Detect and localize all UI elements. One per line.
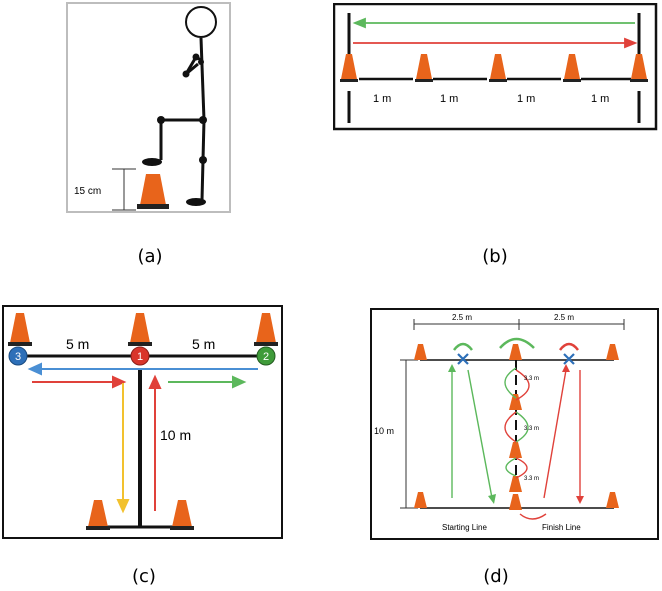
cone-icon-bottom-left bbox=[414, 492, 427, 508]
cone-icon-bottom-right bbox=[170, 500, 194, 530]
spacing-label-1: 1 m bbox=[373, 93, 391, 105]
cone-icon-mid-3 bbox=[509, 476, 522, 492]
width-dimension bbox=[413, 319, 625, 330]
spacing-label-2: 1 m bbox=[440, 93, 458, 105]
left-distance-label: 5 m bbox=[66, 336, 89, 352]
marker-1: 1 bbox=[130, 346, 150, 366]
segment-label-3: 3.3 m bbox=[524, 476, 539, 482]
start-label: Starting Line bbox=[442, 523, 487, 532]
green-arc-center bbox=[499, 337, 535, 349]
green-arrow bbox=[352, 17, 635, 29]
left-width-label: 2.5 m bbox=[452, 313, 472, 322]
height-dimension bbox=[112, 168, 136, 211]
cone-icon bbox=[137, 174, 169, 209]
cone-icon-top-left bbox=[414, 344, 427, 360]
vertical-distance-label: 10 m bbox=[160, 427, 191, 443]
caption-c: (c) bbox=[132, 566, 156, 587]
cone-icon-mid-2 bbox=[509, 442, 522, 458]
segment-label-1: 3.3 m bbox=[524, 376, 539, 382]
red-arc-right bbox=[559, 342, 579, 351]
cone-icon-bottom-center bbox=[509, 494, 522, 510]
cone-icon-top-right bbox=[254, 313, 278, 346]
panel-d-diagram: 2.5 m 2.5 m 10 m bbox=[370, 308, 659, 540]
red-arrow-up bbox=[148, 374, 162, 511]
panel-b-diagram: 1 m 1 m 1 m 1 m bbox=[333, 3, 658, 131]
height-label: 10 m bbox=[374, 426, 394, 436]
cone-icon-5 bbox=[630, 54, 648, 82]
cone-icon-top-center bbox=[509, 344, 522, 360]
caption-b: (b) bbox=[482, 246, 508, 267]
marker-1-label: 1 bbox=[137, 351, 143, 363]
cone-icon-1 bbox=[340, 54, 358, 82]
green-arc-left bbox=[453, 342, 473, 351]
cone-icon-top-right bbox=[606, 344, 619, 360]
green-arrow-right bbox=[168, 375, 247, 389]
green-arrowheads bbox=[448, 364, 496, 504]
segment-label-2: 3.3 m bbox=[524, 426, 539, 432]
red-arrow-left bbox=[32, 375, 127, 389]
marker-2: 2 bbox=[256, 346, 276, 366]
height-label: 15 cm bbox=[74, 186, 101, 197]
cone-icon-top-left bbox=[8, 313, 32, 346]
x-marker-right-icon bbox=[563, 353, 575, 365]
red-arrow bbox=[353, 37, 638, 49]
marker-3-label: 3 bbox=[15, 351, 21, 363]
panel-a-diagram: 15 cm bbox=[66, 2, 231, 213]
cone-icon-4 bbox=[563, 54, 581, 82]
cone-icon-2 bbox=[415, 54, 433, 82]
blue-arrow bbox=[27, 362, 258, 376]
stick-figure-joints bbox=[142, 53, 207, 206]
finish-label: Finish Line bbox=[542, 523, 581, 532]
red-arrowheads bbox=[562, 364, 584, 504]
cone-icon-bottom-right bbox=[606, 492, 619, 508]
spacing-label-4: 1 m bbox=[591, 93, 609, 105]
x-marker-left-icon bbox=[457, 353, 469, 365]
cone-icon-top-center bbox=[128, 313, 152, 346]
right-width-label: 2.5 m bbox=[554, 313, 574, 322]
cone-icon-bottom-left bbox=[86, 500, 110, 530]
marker-3: 3 bbox=[8, 346, 28, 366]
red-path-lines bbox=[504, 369, 581, 520]
right-distance-label: 5 m bbox=[192, 336, 215, 352]
green-path-lines bbox=[451, 367, 529, 499]
spacing-label-3: 1 m bbox=[517, 93, 535, 105]
panel-c-diagram: 3 1 2 5 m 5 m 10 m bbox=[2, 305, 283, 539]
marker-2-label: 2 bbox=[263, 351, 269, 363]
yellow-arrow bbox=[116, 383, 130, 514]
caption-d: (d) bbox=[483, 566, 509, 587]
caption-a: (a) bbox=[137, 246, 163, 267]
cone-icon-3 bbox=[489, 54, 507, 82]
boundary-lines bbox=[347, 13, 641, 123]
